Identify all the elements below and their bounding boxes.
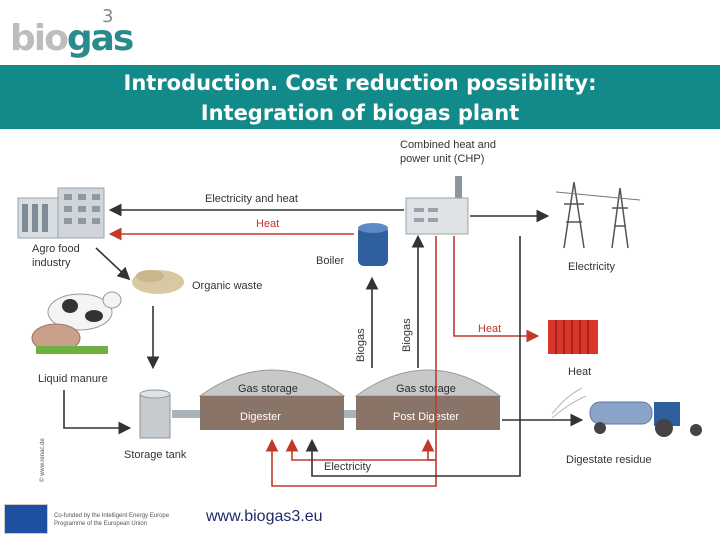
heat-to-digester-arrow	[265, 236, 437, 487]
heat-right-label: Heat	[568, 366, 591, 378]
boiler-icon	[358, 223, 388, 266]
power-pylon-icon	[555, 181, 641, 249]
electricity-bottom-label: Electricity	[324, 461, 372, 473]
biogas-left-label: Biogas	[355, 328, 367, 362]
manure-to-tank-arrow	[63, 390, 132, 435]
agro-food-industry-icon	[17, 187, 105, 239]
eu-note-line-1: Co-funded by the Intelligent Energy Euro…	[54, 513, 170, 519]
website-link[interactable]: www.biogas3.eu	[206, 508, 323, 525]
agro-food-label-1: Agro food	[32, 243, 80, 255]
eu-funding-note: Co-funded by the Intelligent Energy Euro…	[54, 512, 184, 528]
gas-storage-2-label: Gas storage	[396, 383, 456, 395]
organic-waste-label: Organic waste	[192, 280, 262, 292]
page-title: Introduction. Cost reduction possibility…	[0, 65, 720, 128]
eu-note-line-2: Programme of the European Union	[54, 521, 148, 527]
livestock-icon	[31, 291, 122, 354]
tractor-icon	[551, 387, 702, 437]
organic-waste-icon	[132, 270, 184, 294]
logo-bio: bio	[10, 18, 69, 59]
title-line-2: Integration of biogas plant	[200, 101, 520, 125]
biogas3-logo: biogas 3	[10, 4, 134, 62]
biogas-right-label: Biogas	[401, 318, 413, 352]
post-digester-icon	[354, 369, 502, 430]
post-digester-label: Post Digester	[393, 411, 459, 423]
storage-tank-label: Storage tank	[124, 449, 187, 461]
biogas-integration-diagram: Agro food industry Combined heat and pow…	[17, 139, 702, 487]
digester-pipe	[344, 410, 356, 418]
chp-unit-icon	[405, 176, 469, 235]
logo-superscript: 3	[102, 6, 114, 27]
logo-word: biogas	[10, 18, 134, 59]
gas-storage-1-label: Gas storage	[238, 383, 298, 395]
liquid-manure-label: Liquid manure	[38, 373, 108, 385]
storage-tank-icon	[139, 389, 171, 439]
tank-pipe	[172, 410, 204, 418]
boiler-label: Boiler	[316, 255, 344, 267]
electricity-to-digester-arrow	[305, 236, 521, 477]
heat-top-label: Heat	[256, 218, 279, 230]
copyright-text: © www.renac.de	[39, 438, 46, 482]
chp-label-1: Combined heat and	[400, 139, 496, 151]
heat-to-radiator-arrow	[453, 236, 540, 343]
agro-food-label-2: industry	[32, 257, 71, 269]
heat-to-post-digester-arrow	[421, 438, 436, 461]
title-line-1: Introduction. Cost reduction possibility…	[123, 71, 597, 95]
electricity-heat-label: Electricity and heat	[205, 193, 298, 205]
chp-label-2: power unit (CHP)	[400, 153, 484, 165]
title-banner: Introduction. Cost reduction possibility…	[0, 65, 720, 129]
eu-flag-icon	[4, 504, 48, 534]
radiator-icon	[548, 320, 598, 354]
digestate-residue-label: Digestate residue	[566, 454, 652, 466]
industry-to-waste-arrow	[95, 247, 131, 281]
digester-icon	[198, 369, 346, 430]
heat-arrow-label: Heat	[478, 323, 501, 335]
digester-label: Digester	[240, 411, 281, 423]
heat-to-digester-arrow-2	[285, 438, 436, 461]
electricity-right-label: Electricity	[568, 261, 616, 273]
logo-gas: gas	[66, 18, 134, 59]
